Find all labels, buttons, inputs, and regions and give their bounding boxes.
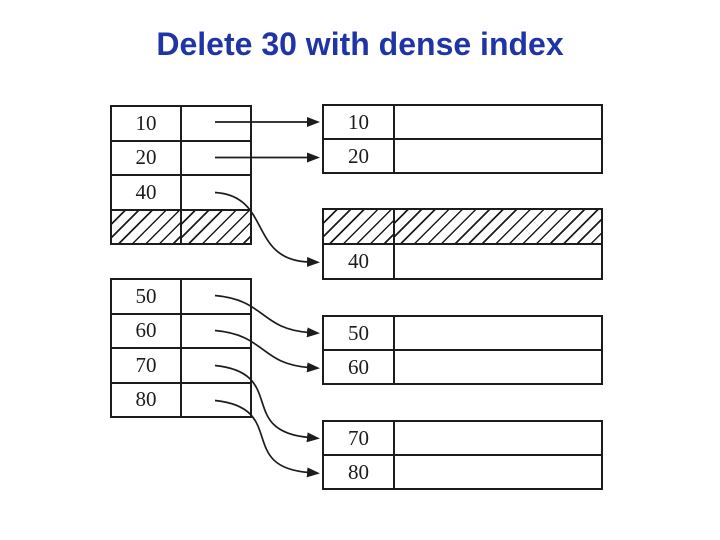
index-row-60: 60 [112,312,250,348]
record-row-70: 70 [324,422,601,454]
index-key-10: 10 [112,107,182,140]
data-block-1: 10 20 [322,104,603,174]
index-row-70: 70 [112,347,250,382]
index-pointer-cell-40 [182,176,250,209]
hatched-cell [324,210,395,243]
record-key-70: 70 [324,422,395,454]
record-field [395,351,601,383]
index-row-10: 10 [112,107,250,140]
record-row-40: 40 [324,243,601,278]
data-block-4: 70 80 [322,420,603,490]
record-key-50: 50 [324,317,395,349]
record-row-20: 20 [324,138,601,172]
index-pointer-cell-70 [182,349,250,382]
index-pointer-cell-60 [182,315,250,348]
data-block-3: 50 60 [322,315,603,385]
index-key-40: 40 [112,176,182,209]
index-row-50: 50 [112,280,250,313]
index-row-deleted [112,208,250,243]
index-key-70: 70 [112,349,182,382]
record-key-60: 60 [324,351,395,383]
record-key-80: 80 [324,456,395,488]
record-key-40: 40 [324,245,395,278]
slide-title: Delete 30 with dense index [156,26,564,62]
index-row-20: 20 [112,139,250,175]
index-table-1: 10 20 40 [110,105,252,245]
record-row-80: 80 [324,454,601,488]
hatched-cell [182,210,250,243]
index-key-20: 20 [112,141,182,174]
record-field [395,245,601,278]
record-field [395,106,601,138]
record-field [395,456,601,488]
index-key-80: 80 [112,383,182,416]
index-key-50: 50 [112,280,182,313]
index-pointer-cell-80 [182,384,250,417]
data-block-2: 40 [322,208,603,280]
hatched-cell [112,210,182,243]
record-row-10: 10 [324,106,601,138]
index-row-80: 80 [112,381,250,417]
hatched-cell [395,210,601,243]
record-field [395,317,601,349]
record-field [395,140,601,172]
index-key-60: 60 [112,314,182,347]
record-row-deleted-30 [324,210,601,243]
index-pointer-cell-10 [182,107,250,140]
record-row-50: 50 [324,317,601,349]
record-key-20: 20 [324,140,395,172]
index-row-40: 40 [112,174,250,209]
index-pointer-cell-20 [182,142,250,175]
record-field [395,422,601,454]
record-key-10: 10 [324,106,395,138]
index-table-2: 50 60 70 80 [110,278,252,418]
record-row-60: 60 [324,349,601,383]
index-pointer-cell-50 [182,280,250,313]
